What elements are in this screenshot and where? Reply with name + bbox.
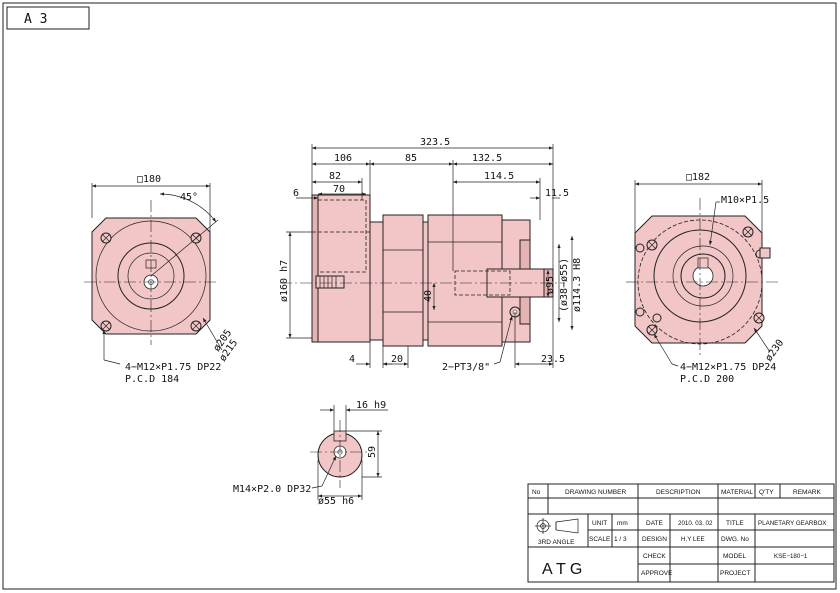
sheet-size-box (6, 6, 90, 30)
dim-132-5: 132.5 (472, 153, 502, 164)
dim-4: 4 (349, 354, 355, 365)
dim-85: 85 (405, 153, 417, 164)
rear-bolt-holes (635, 226, 765, 336)
company-logo: A T G (542, 561, 582, 578)
rear-bolt-note: 4−M12×P1.75 DP24 (680, 362, 776, 373)
tb-unit-value: mm (617, 520, 628, 527)
dim-11-5: 11.5 (545, 188, 569, 199)
tb-header-remark: REMARK (793, 489, 821, 496)
shaft-end-view: 16 h9 59 ø55 h6 M14×P2.0 DP32 (233, 400, 388, 507)
dim-dia-95: ø95 (545, 276, 556, 294)
dim-114-5: 114.5 (484, 171, 514, 182)
tb-unit-label: UNIT (592, 520, 607, 527)
dim-20: 20 (391, 354, 403, 365)
dim-106: 106 (334, 153, 352, 164)
dim-dia-114-3: ø114.3 H8 (572, 258, 583, 312)
tb-model-label: MODEL (723, 553, 747, 560)
tb-dwg-label: DWG. No (721, 536, 749, 543)
dim-dia-38-55: (ø38−ø55) (559, 258, 570, 312)
tb-header-no: No (532, 489, 541, 496)
tb-header-qty: Q'TY (759, 489, 774, 496)
dim-40: 40 (423, 290, 434, 302)
tb-header-material: MATERIAL (721, 489, 753, 496)
side-input-flange (311, 194, 371, 343)
dim-6: 6 (293, 188, 299, 199)
shaft-dia: ø55 h6 (318, 496, 354, 507)
side-view: 323.5 106 85 132.5 82 114.5 70 6 11.5 ø1… (279, 137, 583, 373)
tb-projection: 3RD ANGLE (538, 539, 575, 546)
rear-square-dim: □182 (686, 172, 710, 183)
tb-header-description: DESCRIPTION (656, 489, 701, 496)
shaft-thread-note: M14×P2.0 DP32 (233, 484, 311, 495)
tb-date-label: DATE (646, 520, 664, 527)
dim-overall-length: 323.5 (420, 137, 450, 148)
dim-dia-160: ø160 h7 (279, 260, 290, 302)
rear-pcd-note: P.C.D 200 (680, 374, 734, 385)
front-square-dim: □180 (137, 174, 161, 185)
tb-title-label: TITLE (726, 520, 744, 527)
shaft-key-height: 59 (367, 446, 378, 458)
title-block: No DRAWING NUMBER DESCRIPTION MATERIAL Q… (527, 483, 835, 583)
tb-scale-value: 1 / 3 (614, 536, 627, 543)
tb-approve-label: APPROVE (641, 570, 673, 577)
tb-scale-label: SCALE (589, 536, 611, 543)
rear-tap-note: M10×P1.5 (721, 195, 769, 206)
rear-dia-230: ø230 (763, 338, 786, 364)
dim-82: 82 (329, 171, 341, 182)
dim-70: 70 (333, 184, 345, 195)
third-angle-symbol-icon (535, 518, 579, 534)
tb-date-value: 2010. 03. 02 (678, 520, 713, 527)
sheet-size-label: A 3 (24, 12, 47, 27)
front-pcd-note: P.C.D 184 (125, 374, 179, 385)
tb-design-value: H.Y LEE (681, 536, 705, 543)
rear-view: □182 M10×P1.5 ø230 4−M12×P1.75 DP24 P.C.… (626, 172, 786, 385)
tb-model-value: KSE−180−1 (774, 553, 808, 560)
front-bolt-holes (100, 232, 202, 332)
front-view: □180 45° ø205 ø215 4−M12×P1.75 DP22 P.C.… (84, 174, 240, 385)
front-angle-dim: 45° (180, 192, 198, 203)
dim-23-5: 23.5 (541, 354, 565, 365)
tb-design-label: DESIGN (642, 536, 667, 543)
tb-title-value: PLANETARY GEARBOX (758, 520, 826, 527)
tb-check-label: CHECK (643, 553, 666, 560)
front-bolt-note: 4−M12×P1.75 DP22 (125, 362, 221, 373)
shaft-key-width: 16 h9 (356, 400, 386, 411)
port-note: 2−PT3/8" (442, 362, 490, 373)
tb-project-label: PROJECT (720, 570, 750, 577)
tb-header-drawing-number: DRAWING NUMBER (565, 489, 626, 496)
